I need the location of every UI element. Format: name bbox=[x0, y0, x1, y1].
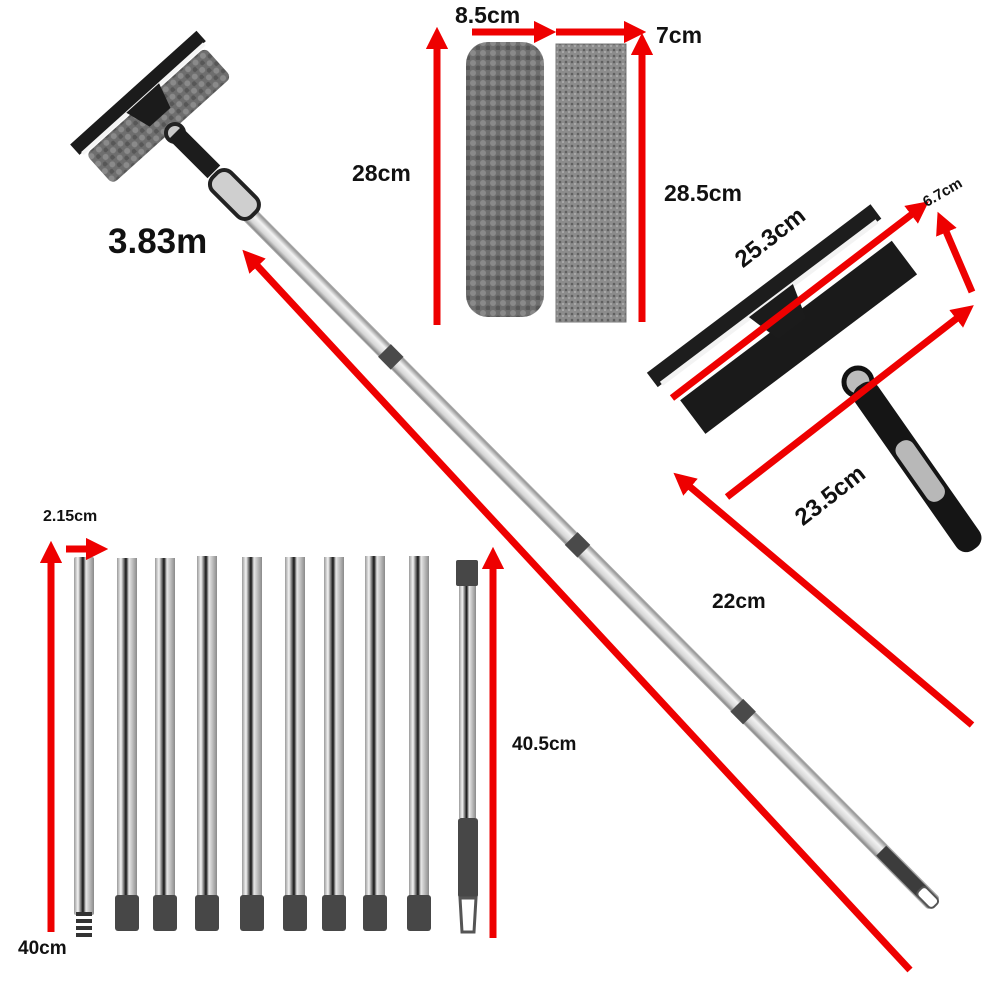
pole-connector bbox=[730, 698, 756, 725]
pole-segments bbox=[74, 556, 478, 937]
flat-pad-illustration bbox=[555, 43, 627, 323]
handle-segment bbox=[456, 560, 478, 934]
pole-segment bbox=[153, 558, 177, 931]
dimension-arrows bbox=[39, 20, 976, 973]
pole-segment bbox=[195, 556, 219, 931]
arrow-head-depth bbox=[936, 211, 976, 294]
arrow-sponge-length bbox=[724, 305, 974, 500]
pole-connector bbox=[564, 532, 591, 558]
label-chenille-height: 28cm bbox=[352, 160, 411, 186]
arrow-blade-length bbox=[669, 201, 929, 401]
label-total-length: 3.83m bbox=[108, 222, 208, 261]
label-neck-length: 22cm bbox=[712, 590, 766, 613]
pole-segment bbox=[240, 557, 264, 931]
pole-segment bbox=[322, 557, 346, 931]
arrow-total-length bbox=[242, 249, 913, 973]
label-pole-diameter: 2.15cm bbox=[43, 508, 98, 525]
pole-segment bbox=[283, 557, 307, 931]
pole-segment bbox=[407, 556, 431, 931]
pole-segment bbox=[363, 556, 387, 931]
squeegee-head-illustration bbox=[70, 30, 230, 182]
pole-connector bbox=[378, 344, 404, 370]
pole-segment-threaded bbox=[74, 557, 94, 937]
telescopic-pole bbox=[207, 167, 940, 909]
label-flat-width: 7cm bbox=[656, 22, 703, 48]
arrow-neck-length bbox=[673, 472, 975, 728]
chenille-pad-illustration bbox=[466, 42, 544, 317]
pole-segment bbox=[115, 558, 139, 931]
label-handle-length: 40.5cm bbox=[512, 734, 577, 755]
label-flat-height: 28.5cm bbox=[664, 180, 743, 206]
label-segment-length: 40cm bbox=[18, 938, 67, 959]
label-chenille-width: 8.5cm bbox=[455, 2, 521, 28]
